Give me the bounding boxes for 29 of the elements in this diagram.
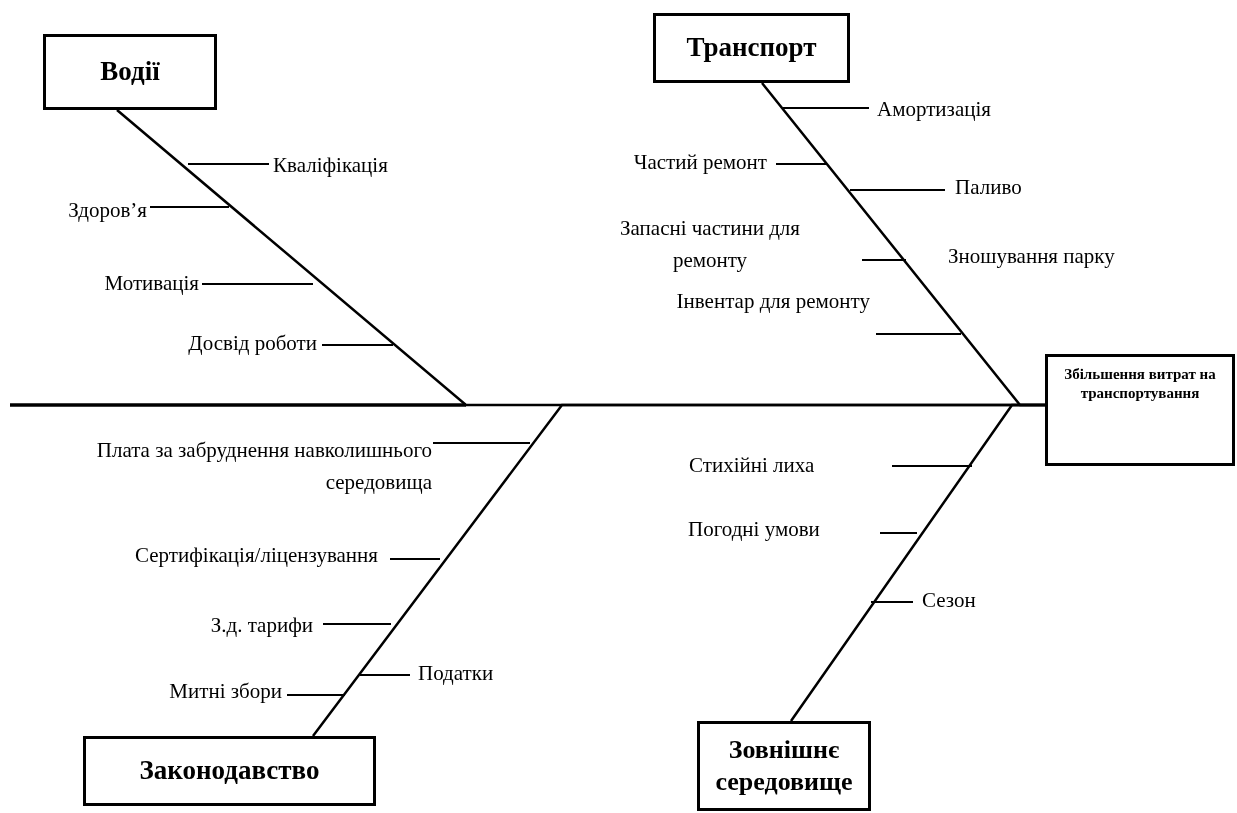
category-title: Законодавство <box>139 754 320 788</box>
effect-title: Збільшення витрат на транспортування <box>1063 365 1217 403</box>
cause-label: Стихійні лиха <box>689 452 816 480</box>
cause-label: Митні збори <box>168 678 282 706</box>
cause-label: З.д. тарифи <box>209 612 313 640</box>
cause-label: Запасні частини для ремонту <box>619 214 801 274</box>
fish-bone-line <box>789 403 1045 722</box>
cause-label: Досвід роботи <box>187 330 317 358</box>
cause-label: Сезон <box>922 587 977 615</box>
cause-label: Податки <box>418 660 495 688</box>
category-title: Водії <box>100 55 160 89</box>
category-box <box>83 736 376 806</box>
cause-label: Кваліфікація <box>273 152 389 180</box>
cause-label: Плата за забруднення навколишнього середовища <box>95 436 432 496</box>
cause-label: Зношування парку <box>948 243 1116 271</box>
cause-label: Частий ремонт <box>632 149 767 177</box>
category-title: Транспорт <box>686 31 817 65</box>
cause-label: Погодні умови <box>688 516 821 544</box>
category-title: Зовнішнє середовище <box>714 733 854 798</box>
category-box <box>43 34 217 110</box>
cause-label: Паливо <box>955 174 1023 202</box>
cause-label: Амортизація <box>877 96 992 124</box>
cause-label: Мотивація <box>103 270 199 298</box>
cause-label: Інвентар для ремонту <box>675 288 870 316</box>
cause-label: Сертифікація/ліцензування <box>134 542 378 570</box>
effect-box <box>1045 354 1235 466</box>
category-box <box>697 721 871 811</box>
category-box <box>653 13 850 83</box>
cause-label: Здоров’я <box>67 197 147 225</box>
